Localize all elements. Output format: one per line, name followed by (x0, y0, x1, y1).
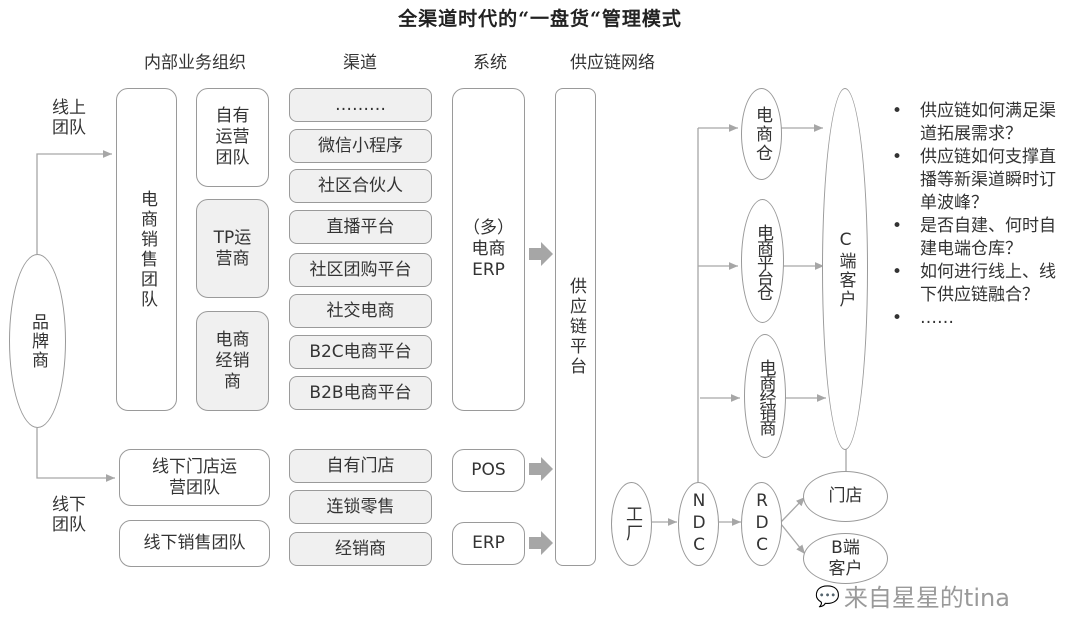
rdc-node: RDC (741, 482, 782, 566)
channel-item: 社区合伙人 (289, 169, 432, 203)
pos-box: POS (452, 449, 525, 492)
ecom-erp-box: （多）电商ERP (452, 88, 525, 411)
column-header-org: 内部业务组织 (144, 53, 246, 73)
channel-item: 自有门店 (289, 449, 432, 483)
brand-label: 品牌商 (28, 312, 48, 370)
column-header-network: 供应链网络 (570, 53, 655, 73)
page-title: 全渠道时代的“一盘货“管理模式 (398, 8, 682, 30)
tp-ops-box: TP运营商 (196, 199, 269, 298)
ndc-label: NDC (689, 491, 709, 557)
b-customer-label: B端客户 (828, 537, 863, 579)
ecom-warehouse-node: 电商仓 (741, 88, 782, 180)
platform-warehouse-label: 电商平台仓 (753, 223, 773, 299)
supply-chain-platform-box: 供应链平台 (555, 88, 596, 566)
question-item: •…… (892, 308, 954, 328)
own-ops-team-box: 自有运营团队 (196, 88, 269, 187)
factory-label: 工厂 (622, 505, 642, 543)
column-header-channel: 渠道 (343, 53, 377, 73)
c-customer-label: C端客户 (835, 229, 856, 309)
channel-item: B2C电商平台 (289, 335, 432, 369)
question-item: •供应链如何支撑直播等新渠道瞬时订单波峰？ (892, 147, 1056, 213)
offline-team-label: 线下团队 (52, 495, 86, 535)
question-item: •是否自建、何时自建电端仓库？ (892, 216, 1056, 259)
tp-ops-label: TP运营商 (213, 227, 252, 269)
factory-node: 工厂 (611, 482, 652, 566)
channel-item: 经销商 (289, 532, 432, 566)
brand-node: 品牌商 (9, 254, 66, 428)
channel-item: 社区团购平台 (289, 253, 432, 287)
channel-item: 连锁零售 (289, 490, 432, 524)
offline-sales-team-label: 线下销售团队 (143, 533, 246, 553)
online-team-label: 线上团队 (52, 98, 86, 138)
ecom-sales-team-label: 电商销售团队 (137, 189, 157, 310)
store-node: 门店 (803, 471, 888, 522)
b-customer-node: B端客户 (803, 533, 888, 584)
arrow-right-icon (529, 531, 553, 555)
channel-item: ……… (289, 88, 432, 122)
offline-sales-team-box: 线下销售团队 (119, 520, 270, 567)
ecom-dealer-node: 电商经销商 (744, 334, 786, 458)
column-header-system: 系统 (473, 53, 507, 73)
rdc-to-b (780, 523, 806, 555)
arrow-right-icon (529, 242, 553, 266)
ecom-dealer-box: 电商经销商 (196, 311, 269, 411)
question-item: •供应链如何满足渠道拓展需求？ (892, 101, 1056, 144)
rdc-label: RDC (752, 491, 772, 557)
ndc-node: NDC (678, 482, 719, 566)
channel-item: 微信小程序 (289, 129, 432, 163)
ecom-sales-team-box: 电商销售团队 (116, 88, 177, 411)
c-customer-node: C端客户 (822, 88, 868, 450)
channel-item: B2B电商平台 (289, 376, 432, 410)
supply-chain-platform-label: 供应链平台 (566, 277, 586, 377)
watermark-text: 来自星星的tina (843, 584, 1010, 612)
watermark: 💬 来自星星的tina (815, 578, 1010, 613)
brand-to-offline-line (36, 428, 115, 482)
ecom-dealer-label: 电商经销商 (215, 329, 250, 392)
channel-item: 直播平台 (289, 210, 432, 244)
question-item: •如何进行线上、线下供应链融合？ (892, 262, 1056, 305)
platform-warehouse-node: 电商平台仓 (741, 199, 784, 323)
rdc-to-store (780, 496, 806, 523)
arrow-right-icon (529, 457, 553, 481)
ecom-erp-label: （多）电商ERP (463, 218, 514, 280)
wechat-icon: 💬 (815, 583, 840, 608)
channel-item: 社交电商 (289, 294, 432, 328)
ecom-dealer-node-label: 电商经销商 (755, 358, 776, 434)
brand-to-online-line (36, 150, 112, 254)
questions-list: •供应链如何满足渠道拓展需求？ •供应链如何支撑直播等新渠道瞬时订单波峰？ •是… (890, 100, 1070, 330)
own-ops-team-label: 自有运营团队 (215, 106, 250, 168)
erp-box: ERP (452, 522, 525, 565)
offline-store-ops-label: 线下门店运营团队 (152, 456, 237, 498)
offline-store-ops-box: 线下门店运营团队 (119, 449, 270, 506)
ecom-warehouse-label: 电商仓 (752, 105, 772, 163)
